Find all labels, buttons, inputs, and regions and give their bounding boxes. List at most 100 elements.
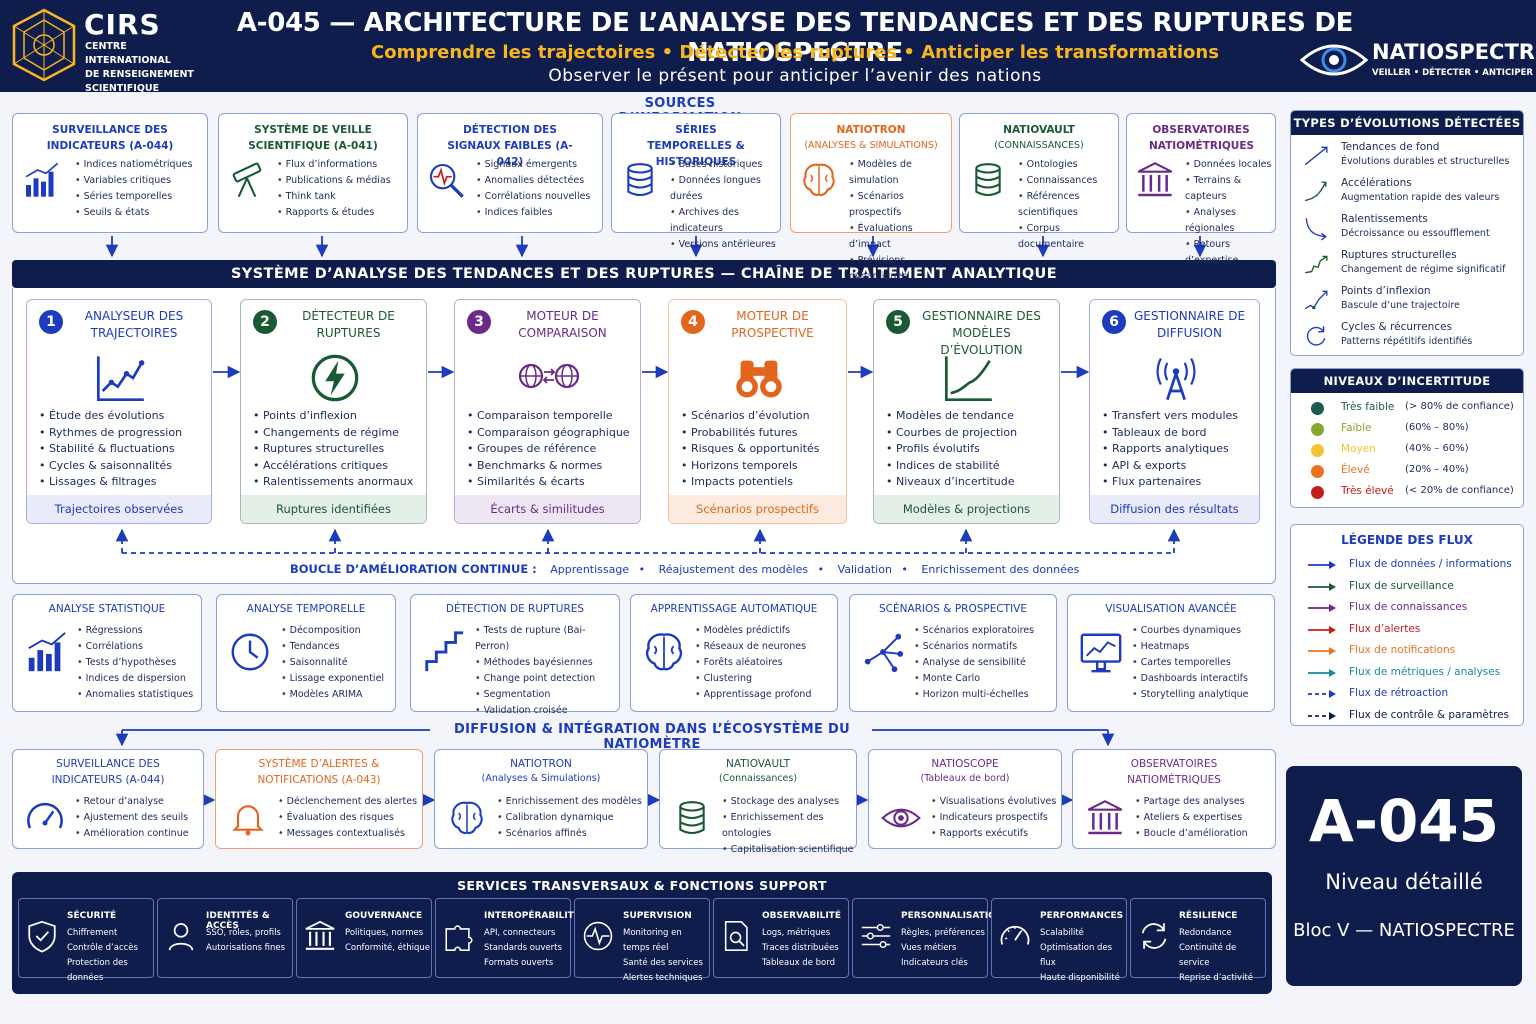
source-card[interactable]: DÉTECTION DES SIGNAUX FAIBLES (A-042)Sig…: [417, 113, 603, 233]
diffusion-card[interactable]: NATIOTRON(Analyses & Simulations)Enrichi…: [434, 749, 648, 849]
stage-title: DÉTECTEUR DE RUPTURES: [302, 309, 395, 340]
source-card-item: Rapports & études: [277, 205, 391, 221]
slowdown-icon: [1303, 215, 1329, 245]
diffusion-card[interactable]: NATIOVAULT(Connaissances)Stockage des an…: [659, 749, 857, 855]
method-card[interactable]: ANALYSE STATISTIQUERégressionsCorrélatio…: [12, 594, 202, 712]
institution-icon: [1135, 160, 1175, 204]
cycle-icon: [1303, 323, 1329, 353]
source-card-item: Ontologies: [1018, 157, 1118, 173]
stage-list-item: Courbes de projection: [886, 425, 1017, 442]
source-card[interactable]: SYSTÈME DE VEILLE SCIENTIFIQUE (A-041)Fl…: [218, 113, 408, 233]
source-card[interactable]: NATIOTRON(Analyses & Simulations)Modèles…: [790, 113, 952, 282]
method-card[interactable]: ANALYSE TEMPORELLEDécompositionTendances…: [216, 594, 396, 712]
service-line: SSO, rôles, profils: [206, 928, 281, 938]
diffusion-list: Partage des analysesAteliers & expertise…: [1135, 794, 1248, 842]
diffusion-item: Calibration dynamique: [497, 810, 642, 826]
stage-list-item: Indices de stabilité: [886, 458, 1017, 475]
brain-icon: [641, 629, 687, 679]
method-card[interactable]: VISUALISATION AVANCÉE Courbes dynamiquesH…: [1067, 594, 1275, 712]
method-card[interactable]: APPRENTISSAGE AUTOMATIQUEModèles prédict…: [630, 594, 838, 712]
source-card-item: Versions antérieures: [670, 237, 780, 253]
source-card-title: NATIOTRON: [836, 124, 906, 136]
diffusion-card[interactable]: OBSERVATOIRES NATIOMÉTRIQUESPartage des …: [1072, 749, 1276, 849]
method-item: Dashboards interactifs: [1132, 671, 1248, 687]
stage-number-badge: 3: [467, 310, 491, 334]
antenna-icon: [1150, 352, 1202, 408]
stage-list-item: Similarités & écarts: [467, 474, 630, 491]
user-icon: [164, 919, 198, 957]
evolution-desc: Bascule d’une trajectoire: [1341, 300, 1460, 311]
source-card-item: Indices faibles: [476, 205, 590, 221]
stage-output: Ruptures identifiées: [241, 495, 426, 523]
uncertainty-range: (40% – 60%): [1405, 443, 1469, 454]
source-card-title: SURVEILLANCE DES INDICATEURS (A-044): [46, 124, 174, 152]
source-card-item: Signaux émergents: [476, 157, 590, 173]
service-line: Tableaux de bord: [762, 958, 835, 968]
trajectory-chart-icon: [94, 352, 146, 408]
method-item: Tests d’hypothèses: [77, 655, 193, 671]
legend-row: Flux de connaissances: [1291, 598, 1523, 618]
method-list: Courbes dynamiquesHeatmapsCartes tempore…: [1132, 623, 1249, 703]
service-line: Standards ouverts: [484, 943, 562, 953]
source-card[interactable]: SÉRIES TEMPORELLES & HISTORIQUESBases hi…: [611, 113, 781, 250]
source-card-item: Données locales: [1185, 157, 1275, 173]
method-item: Segmentation: [475, 687, 619, 703]
stage-list: Transfert vers modulesTableaux de bordRa…: [1102, 408, 1238, 491]
refresh-icon: [1137, 919, 1171, 957]
legend-row: Flux d’alertes: [1291, 620, 1523, 640]
evolution-desc: Décroissance ou essoufflement: [1341, 228, 1490, 239]
method-item: Modèles prédictifs: [695, 623, 811, 639]
service-title: SÉCURITÉ: [67, 911, 117, 921]
loop-separator: •: [814, 563, 828, 576]
diffusion-card[interactable]: NATIOSCOPE(Tableaux de bord)Visualisatio…: [868, 749, 1062, 849]
source-card[interactable]: NATIOVAULT(Connaissances)OntologiesConna…: [959, 113, 1119, 250]
uncertainty-level: Très élevé: [1341, 485, 1394, 497]
method-card[interactable]: DÉTECTION DE RUPTURESTests de rupture (B…: [410, 594, 620, 716]
method-item: Indices de dispersion: [77, 671, 193, 687]
method-item: Lissage exponentiel: [281, 671, 384, 687]
diffusion-card[interactable]: SYSTÈME D’ALERTES & NOTIFICATIONS (A-043…: [215, 749, 423, 849]
method-title: VISUALISATION AVANCÉE: [1105, 603, 1237, 615]
source-card[interactable]: OBSERVATOIRES NATIOMÉTRIQUESDonnées loca…: [1126, 113, 1276, 266]
org-name-line: CENTRE INTERNATIONAL: [85, 41, 171, 66]
clock-icon: [227, 629, 273, 679]
method-card[interactable]: SCÉNARIOS & PROSPECTIVEScénarios explora…: [849, 594, 1057, 712]
magnifier-signal-icon: [426, 160, 466, 204]
stage-list-item: Risques & opportunités: [681, 441, 820, 458]
diffusion-item: Enrichissement des modèles: [497, 794, 642, 810]
source-card[interactable]: SURVEILLANCE DES INDICATEURS (A-044)Indi…: [12, 113, 208, 233]
uncertainty-dot: [1311, 402, 1324, 415]
diffusion-card[interactable]: SURVEILLANCE DES INDICATEURS (A-044)Reto…: [12, 749, 204, 849]
database-icon: [620, 160, 660, 204]
uncertainty-row: Moyen(40% – 60%): [1291, 441, 1523, 461]
diffusion-card-title: NATIOVAULT: [725, 758, 790, 770]
service-title: IDENTITÉS & ACCÈS: [206, 911, 270, 931]
diffusion-item: Amélioration continue: [75, 826, 189, 842]
document-badge: A-045 Niveau détaillé Bloc V — NATIOSPEC…: [1286, 766, 1522, 986]
cirs-logo-icon: [12, 8, 76, 82]
stage-list: Comparaison temporelleComparaison géogra…: [467, 408, 630, 491]
method-title: ANALYSE STATISTIQUE: [48, 603, 166, 615]
source-card-item: Publications & médias: [277, 173, 391, 189]
method-list: Modèles prédictifsRéseaux de neuronesFor…: [695, 623, 812, 703]
source-card-item: Évaluations d’impact: [849, 221, 951, 253]
source-card-list: Bases historiquesDonnées longues duréesA…: [670, 157, 780, 253]
stage-list-item: Lissages & filtrages: [39, 474, 182, 491]
diffusion-list: Stockage des analysesEnrichissement des …: [722, 794, 856, 858]
